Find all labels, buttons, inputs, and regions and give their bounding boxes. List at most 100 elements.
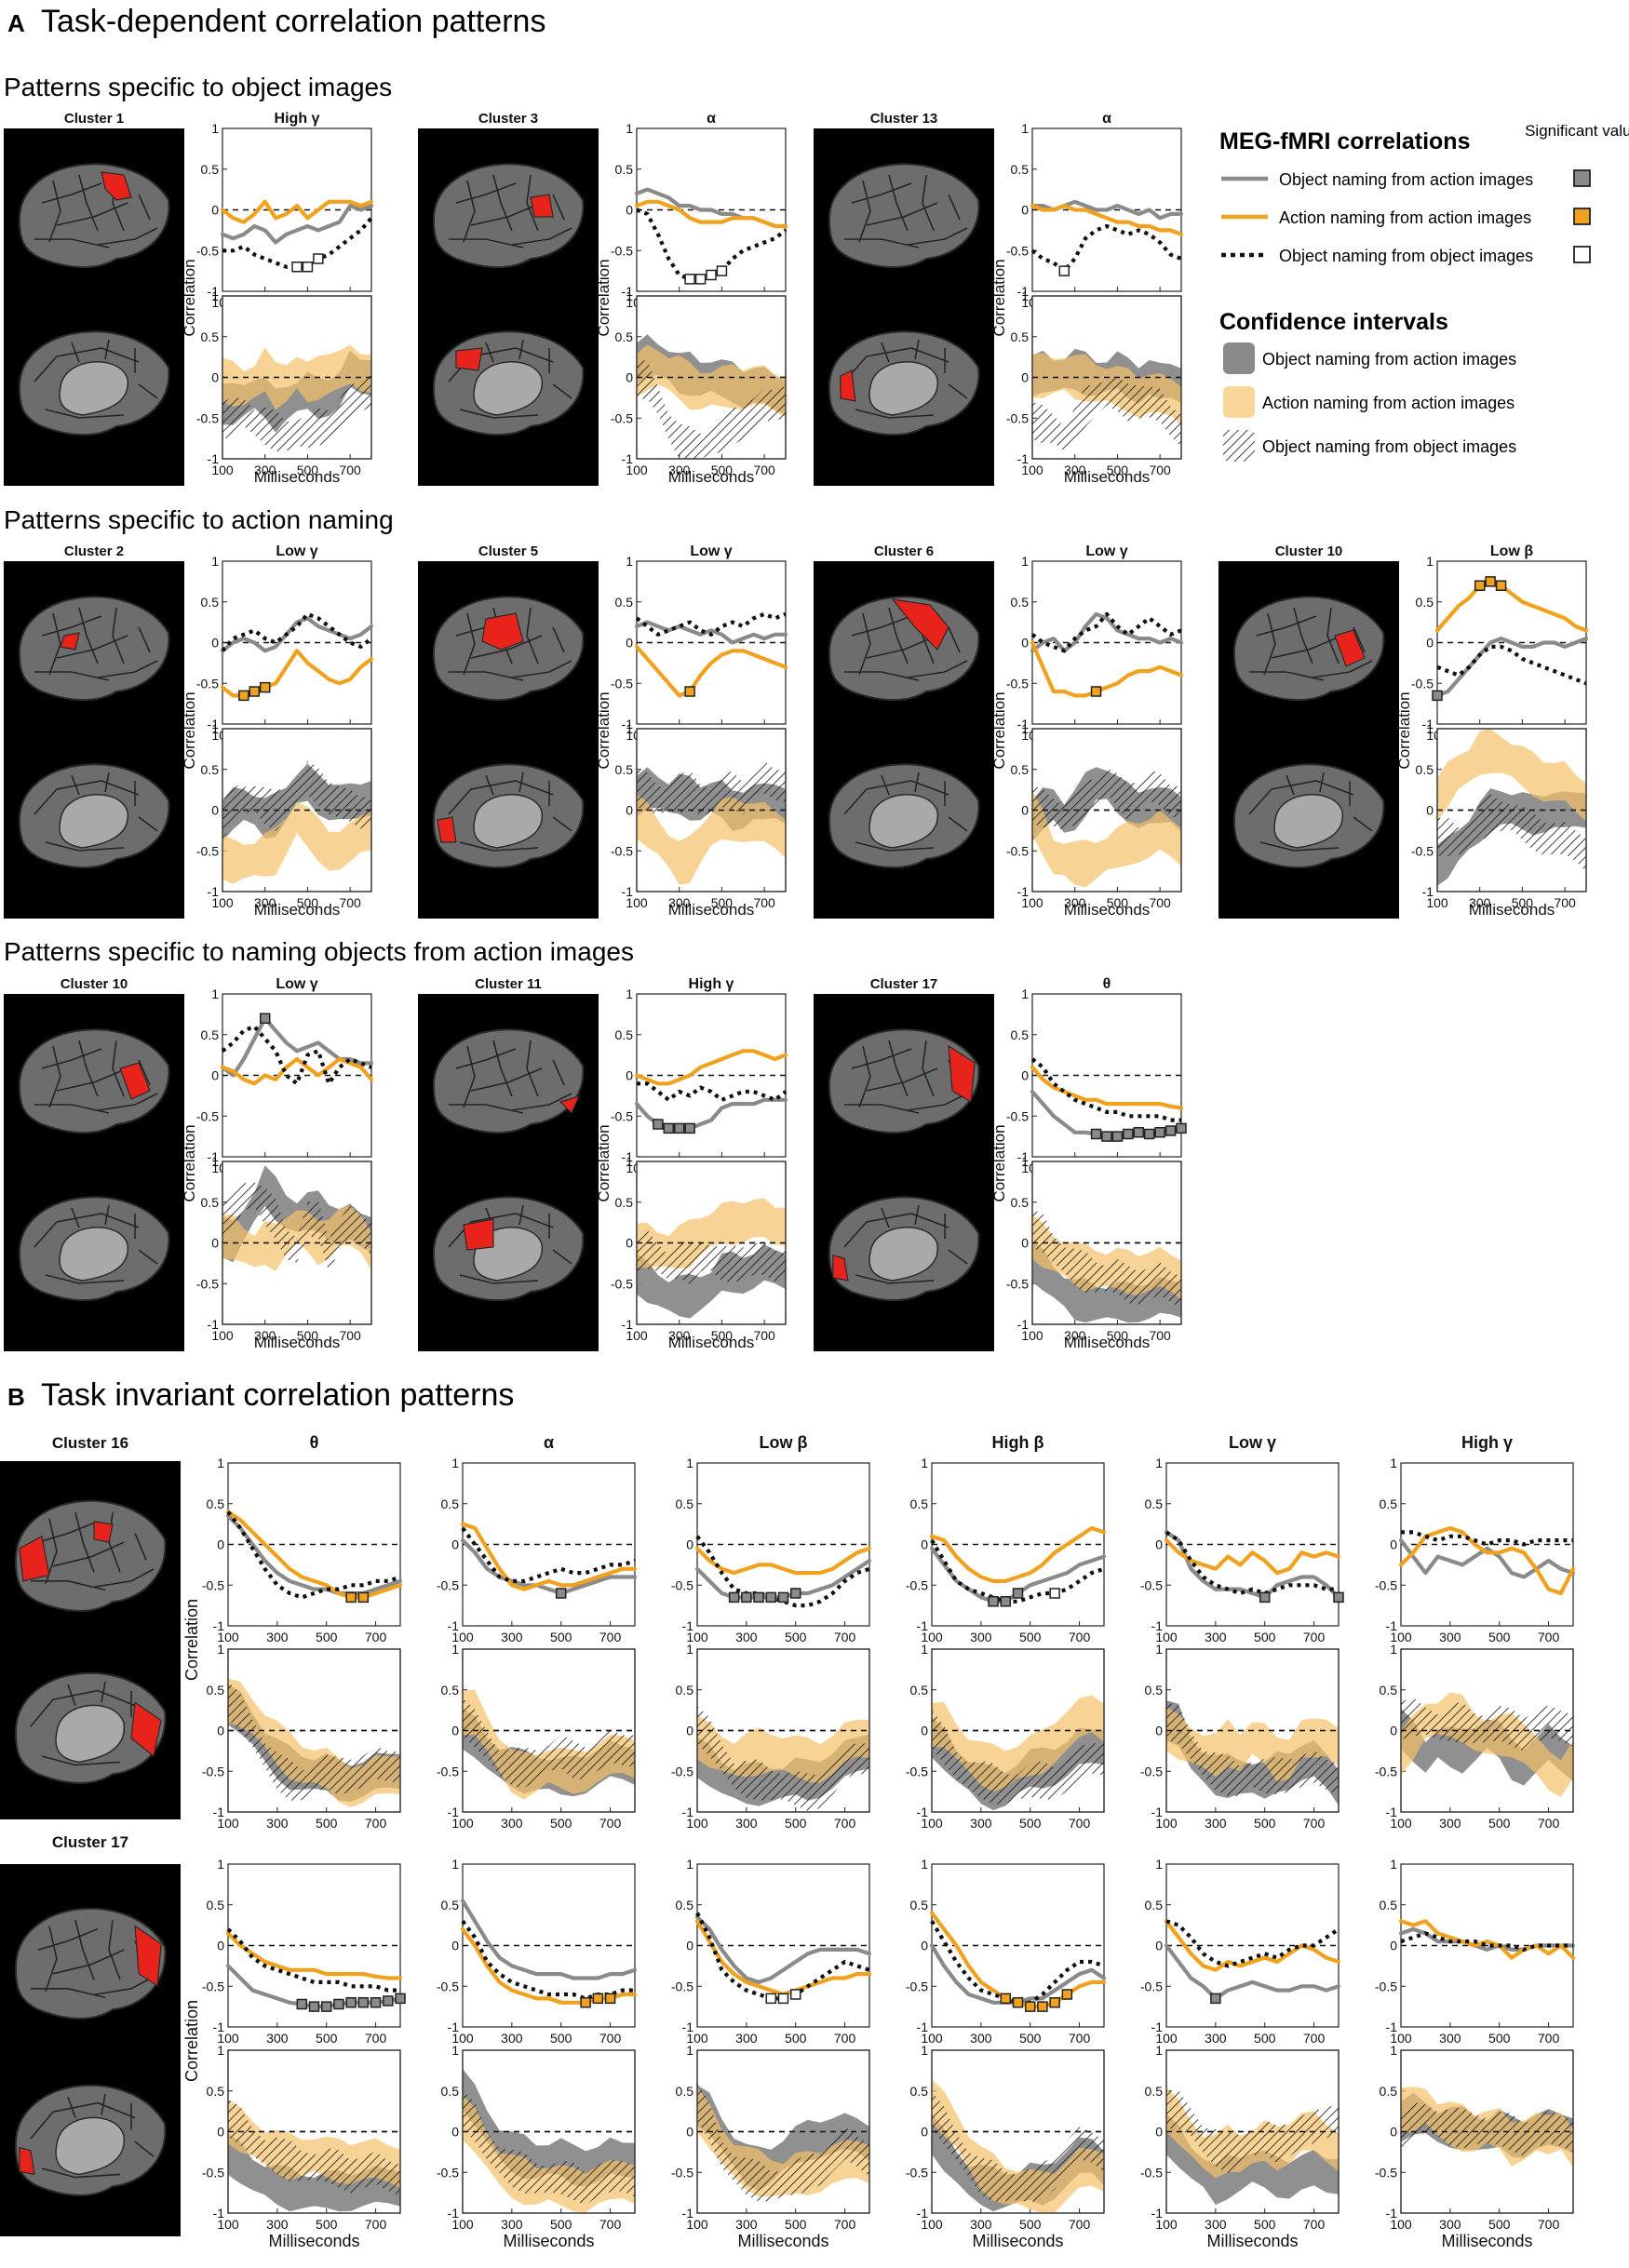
x-tick-label: 100 (211, 895, 234, 910)
y-tick-label: 1 (686, 1642, 693, 1657)
panel-b-title: Task invariant correlation patterns (41, 1377, 514, 1413)
x-tick-label: 700 (753, 895, 775, 910)
y-tick-label: -1 (622, 451, 634, 466)
y-tick-label: 0.5 (201, 1027, 220, 1042)
brain-sulcus (37, 1521, 99, 1543)
brain-sulcus (463, 612, 476, 676)
brain-sulcus (1248, 671, 1325, 681)
brain-sulcus (97, 660, 158, 678)
y-tick-label: 0.5 (1011, 762, 1030, 777)
y-tick-label: 1 (1426, 721, 1434, 736)
y-tick-label: -1 (213, 1805, 225, 1819)
brain-sulcus (463, 1045, 476, 1108)
x-tick-label: 500 (1019, 1630, 1042, 1644)
ci-band-hatch (222, 1182, 371, 1272)
significant-marker (684, 274, 695, 285)
brain-sulcus (48, 180, 61, 243)
significant-marker (1012, 1997, 1024, 2008)
y-tick-label: 0.5 (1145, 1496, 1164, 1511)
brain-sulcus (518, 339, 524, 360)
y-tick-label: 1 (1021, 721, 1029, 736)
panel-letter-a: A (7, 9, 25, 37)
y-tick-label: -0.5 (1140, 1764, 1163, 1778)
y-tick-label: -1 (622, 884, 634, 899)
y-tick-label: 0.5 (615, 762, 634, 777)
x-tick-label: 100 (686, 2031, 708, 2046)
brain-sulcus (112, 1040, 125, 1097)
brain-sulcus (134, 2141, 155, 2157)
y-tick-label: 0.5 (1380, 2084, 1398, 2099)
x-tick-label: 100 (217, 1816, 239, 1831)
cluster-label: Cluster 2 (64, 544, 124, 559)
y-tick-label: -0.5 (906, 1577, 928, 1592)
x-tick-label: 700 (1303, 2217, 1326, 2232)
significant-marker (296, 1998, 308, 2010)
y-tick-label: 0 (1021, 1068, 1029, 1083)
series-line (225, 1510, 403, 1600)
y-tick-label: -0.5 (1006, 676, 1029, 691)
y-tick-label: 0.5 (676, 2084, 694, 2099)
x-tick-label: 300 (735, 1630, 758, 1644)
legend-ci-label-1: Action naming from action images (1262, 394, 1515, 412)
brain-sulcus (52, 1541, 125, 1567)
x-tick-label: 100 (686, 1816, 708, 1831)
brain-sulcus (470, 635, 543, 659)
brain-sulcus (108, 1920, 121, 1980)
y-tick-label: -1 (208, 884, 220, 899)
significant-marker (259, 1013, 271, 1024)
y-tick-label: -1 (448, 2020, 460, 2034)
y-tick-label: 0.5 (207, 1898, 225, 1912)
x-tick-label: 700 (339, 1328, 361, 1343)
x-tick-label: 100 (1390, 2217, 1412, 2232)
significant-marker (1474, 580, 1486, 591)
significant-marker (308, 2001, 320, 2012)
series-line (637, 1081, 788, 1102)
x-tick-label: 300 (254, 1328, 276, 1343)
x-tick-label: 700 (1538, 1630, 1560, 1644)
y-tick-label: -0.5 (671, 1764, 693, 1778)
brain-highlight (463, 1218, 494, 1251)
y-tick-label: 0 (626, 370, 633, 385)
brain-medial (18, 330, 170, 436)
y-tick-label: 0 (626, 803, 633, 818)
band-label: Low γ (276, 976, 317, 992)
brain-outline (18, 1028, 170, 1134)
brain-medial (432, 763, 585, 869)
brain-sulcus (552, 1249, 572, 1265)
brain-sulcus (843, 238, 920, 248)
y-tick-label: 1 (451, 2043, 459, 2058)
x-axis-label: Milliseconds (268, 2232, 359, 2250)
significant-marker (238, 690, 249, 702)
brain-sulcus (93, 1976, 155, 1995)
brain-medial (828, 330, 980, 436)
y-tick-label: 0 (1155, 1724, 1163, 1738)
brain-sulcus (97, 1093, 158, 1111)
series-line (1398, 1926, 1576, 1952)
x-tick-label: 700 (599, 2217, 622, 2232)
brain-sulcus (56, 635, 128, 659)
brain-sulcus (552, 1059, 565, 1086)
significant-marker (1049, 1997, 1060, 2008)
cluster-label: Cluster 1 (64, 111, 124, 127)
significant-marker (1090, 1128, 1102, 1140)
brain-medial-wall (59, 361, 128, 416)
x-tick-label: 100 (451, 1816, 474, 1831)
x-tick-label: 100 (1390, 1630, 1412, 1644)
y-tick-label: 1 (451, 1857, 459, 1872)
brain-medial-wall (868, 794, 938, 849)
y-tick-label: -1 (622, 1317, 634, 1332)
significant-marker (1111, 1131, 1124, 1142)
y-tick-label: -1 (1151, 1805, 1164, 1819)
ci-band-orange (1032, 790, 1181, 888)
brain-medial (432, 330, 585, 436)
y-tick-label: -0.5 (1375, 1577, 1397, 1592)
y-tick-label: 0 (451, 1939, 459, 1953)
ci-band-hatch (637, 760, 786, 815)
y-tick-label: 0.5 (201, 162, 220, 177)
significant-marker (333, 1998, 344, 2010)
plot-frame (227, 2049, 401, 2214)
